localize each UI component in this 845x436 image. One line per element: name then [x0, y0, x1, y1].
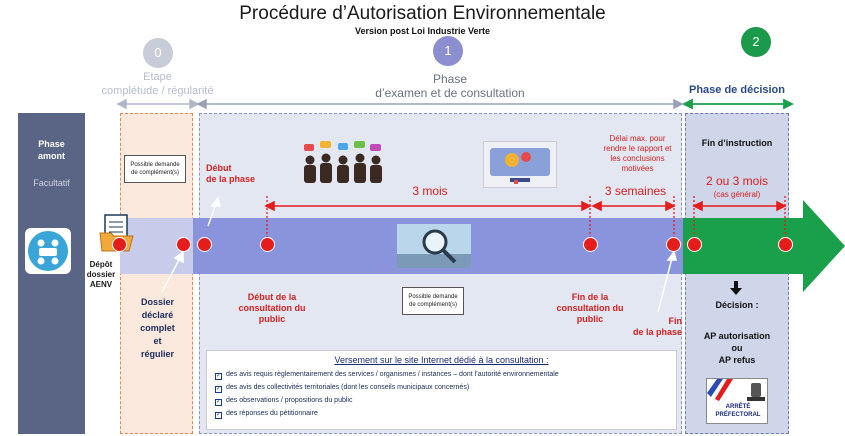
debut-phase-label: Début de la phase	[206, 163, 255, 185]
phase-1-label-line1: Phase	[432, 72, 468, 86]
debut-consultation-label: Début de la consultation du public	[232, 292, 312, 325]
fin-instruction-label: Fin d’instruction	[701, 138, 773, 148]
phase-1-badge: 1	[433, 36, 463, 66]
timeline-dot-declare	[176, 237, 191, 252]
duration-2-3-mois: 2 ou 3 mois	[705, 174, 769, 188]
dossier-declare-line5: régulier	[140, 349, 174, 359]
timeline-dot-depot	[112, 237, 127, 252]
debut-phase-line1: Début	[206, 163, 232, 173]
phase-amont-title-line1: Phase	[38, 139, 65, 149]
arrete-prefectoral-icon: ARRÊTÉ PRÉFECTORAL	[706, 378, 768, 424]
fin-consultation-line3: public	[576, 314, 604, 324]
page-title: Procédure d’Autorisation Environnemental…	[239, 3, 606, 24]
checkbox-checked-icon: ✓	[215, 399, 222, 406]
step-0-complement-box: Possible demande de complément(s)	[124, 155, 186, 183]
page-subtitle: Version post Loi Industrie Verte	[354, 26, 491, 36]
arrete-line1: ARRÊTÉ	[725, 404, 751, 410]
meeting-icon	[25, 228, 71, 274]
depot-label-line2: dossier	[86, 270, 116, 279]
versement-item: ✓ des réponses du pétitionnaire	[215, 407, 676, 420]
phase-amont-title-line2: amont	[38, 151, 65, 161]
versement-item-text: des réponses du pétitionnaire	[226, 410, 318, 417]
magnifier-icon	[397, 222, 471, 270]
decision-label: Décision :	[715, 300, 759, 310]
arrete-text: ARRÊTÉ PRÉFECTORAL	[707, 403, 769, 419]
timeline-dot-decision	[778, 237, 793, 252]
versement-item: ✓ des avis des collectivités territoriale…	[215, 381, 676, 394]
crowd-icon	[300, 140, 388, 184]
versement-title: Versement sur le site Internet dédié à l…	[334, 355, 549, 365]
checkbox-checked-icon: ✓	[215, 373, 222, 380]
cas-general-label: (cas général)	[713, 190, 761, 199]
decision-arrow	[683, 200, 845, 292]
duration-3-mois: 3 mois	[412, 184, 448, 198]
phase-2-label: Phase de décision	[689, 84, 785, 96]
phase-2-badge: 2	[741, 27, 771, 57]
checkbox-checked-icon: ✓	[215, 386, 222, 393]
ap-ou: ou	[731, 343, 743, 353]
phase-0-badge: 0	[143, 38, 173, 68]
versement-item-text: des avis des collectivités territoriales…	[226, 384, 470, 391]
dossier-declare-line1: Dossier	[140, 297, 175, 307]
duration-3-semaines: 3 semaines	[604, 184, 667, 198]
step-1-complement-box: Possible demande de complément(s)	[402, 287, 464, 315]
fin-phase-line1: Fin	[668, 316, 683, 326]
timeline-dot-fin-phase	[666, 237, 681, 252]
debut-phase-line2: de la phase	[206, 174, 256, 184]
versement-item: ✓ des observations / propositions du publ…	[215, 394, 676, 407]
phase-0-label: Etape complétude / régularité	[90, 70, 225, 98]
dossier-declare-label: Dossier déclaré complet et régulier	[130, 296, 185, 361]
versement-box: Versement sur le site Internet dédié à l…	[206, 350, 677, 430]
debut-consultation-line3: public	[258, 314, 286, 324]
versement-item: ✓ des avis requis règlementairement des s…	[215, 368, 676, 381]
phase-0-label-line1: Etape	[143, 71, 172, 83]
dossier-declare-line3: complet	[140, 323, 175, 333]
ap-autorisation: AP autorisation	[703, 331, 771, 341]
delai-max-line4: motivées	[621, 164, 654, 173]
fin-consultation-line2: consultation du	[556, 303, 624, 313]
fin-consultation-label: Fin de la consultation du public	[550, 292, 630, 325]
phase-1-label: Phase d’examen et de consultation	[340, 72, 560, 100]
decision-options: AP autorisation ou AP refus	[686, 330, 788, 366]
timeline-dot-debut-phase	[197, 237, 212, 252]
depot-label: Dépôt dossier AENV	[83, 260, 119, 290]
fin-consultation-line1: Fin de la	[571, 292, 609, 302]
depot-label-line1: Dépôt	[89, 260, 113, 269]
arrete-line2: PRÉFECTORAL	[715, 412, 761, 418]
consultation-poster-icon	[483, 141, 557, 188]
dossier-declare-line4: et	[153, 336, 162, 346]
ap-refus: AP refus	[718, 355, 756, 365]
down-arrow-icon	[729, 281, 743, 295]
debut-consultation-line1: Début de la	[247, 292, 297, 302]
fin-phase-line2: de la phase	[632, 327, 682, 337]
phase-0-label-line2: complétude / régularité	[101, 85, 214, 97]
depot-label-line3: AENV	[89, 280, 113, 289]
dossier-declare-line2: déclaré	[141, 310, 174, 320]
timeline-dot-fin-instruction	[687, 237, 702, 252]
checkbox-checked-icon: ✓	[215, 412, 222, 419]
delai-max-line2: rendre le rapport et	[603, 144, 672, 153]
debut-consultation-line2: consultation du	[238, 303, 306, 313]
phase-amont-facultatif: Facultatif	[33, 178, 70, 188]
timeline-dot-debut-consultation	[260, 237, 275, 252]
delai-max-line1: Délai max. pour	[609, 134, 666, 143]
delai-max-line3: les conclusions	[610, 154, 665, 163]
delai-max-label: Délai max. pour rendre le rapport et les…	[590, 134, 685, 174]
fin-phase-label: Fin de la phase	[628, 316, 682, 338]
phase-amont-title: Phase amont	[18, 138, 85, 162]
versement-item-text: des observations / propositions du publi…	[226, 397, 353, 404]
phase-1-label-line2: d’examen et de consultation	[375, 86, 525, 100]
versement-item-text: des avis requis règlementairement des se…	[226, 371, 559, 378]
timeline-dot-fin-consultation	[583, 237, 598, 252]
